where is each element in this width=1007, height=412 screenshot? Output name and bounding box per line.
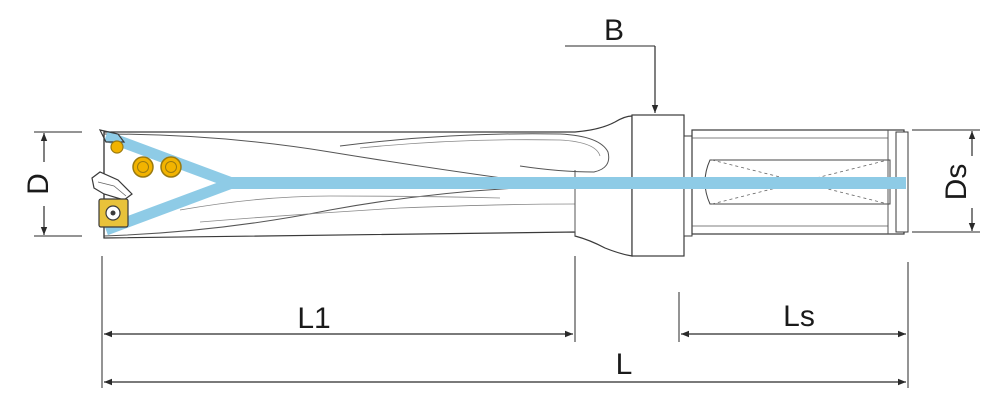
label-L1: L1 <box>297 302 330 335</box>
label-D: D <box>22 173 55 195</box>
flute-edge-upper-2 <box>339 133 610 173</box>
dimension-Ds: Ds <box>912 129 980 233</box>
label-B: B <box>604 14 624 47</box>
flute-edge-upper-3 <box>359 139 601 157</box>
label-Ds: Ds <box>940 164 973 201</box>
label-Ls: Ls <box>783 300 815 333</box>
insert-screw-small <box>110 140 124 154</box>
insert-screw-b <box>160 156 182 178</box>
flute-edge-lower-2 <box>179 195 501 211</box>
square-insert-screw-center <box>110 210 116 216</box>
shank-flat <box>704 159 891 205</box>
flute-edge-bottom <box>103 185 576 237</box>
flute-edge-lower-3 <box>199 203 576 223</box>
dimension-D: D <box>22 131 82 237</box>
insert-screw-a <box>132 156 154 178</box>
flute-edge-top <box>103 133 561 187</box>
insert-screw-a-inner <box>137 161 149 173</box>
label-L: L <box>616 348 633 381</box>
cutting-head <box>91 129 182 238</box>
dimension-lengths: L1 Ls L <box>101 256 909 388</box>
insert-screw-b-inner <box>165 161 177 173</box>
dimension-B: B <box>565 14 659 113</box>
cutting-edge-detail <box>97 181 127 197</box>
